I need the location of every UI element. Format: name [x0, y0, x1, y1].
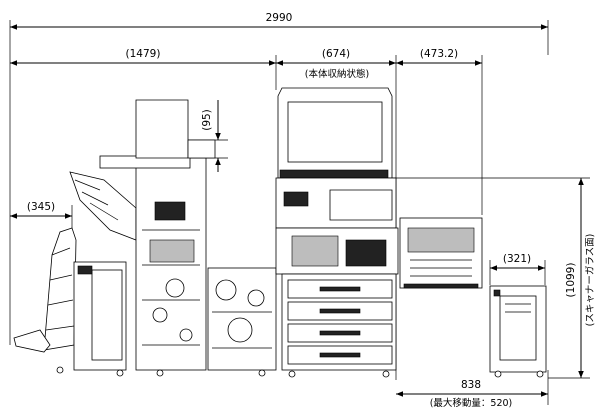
caster-3 — [156, 369, 164, 377]
engine-door — [291, 235, 339, 267]
interface-roller-3 — [227, 317, 253, 343]
finisher-roller-2 — [152, 307, 168, 323]
feeder-base — [279, 169, 389, 179]
label-height-note: (スキャナーガラス面) — [585, 234, 596, 327]
label-side-unit-width: (321) — [503, 253, 531, 265]
bypass-lines — [410, 259, 472, 277]
control-panel — [283, 191, 309, 207]
dimension-labels: 2990 (1479) (674) (本体収納状態) (473.2) (345)… — [27, 12, 596, 409]
finisher-mechanism — [149, 239, 195, 263]
label-top-offset: (95) — [201, 109, 213, 131]
tray-handle-2 — [319, 308, 361, 314]
caster-2 — [116, 369, 124, 377]
booklet-top-block — [77, 265, 93, 275]
label-bottom-note: (最大移動量：520) — [430, 397, 513, 409]
booklet-door — [91, 269, 123, 361]
finisher-internal-lines — [142, 229, 200, 346]
label-height: (1099) — [565, 263, 577, 298]
caster-5 — [288, 370, 296, 378]
finisher-unit — [13, 99, 277, 377]
tray-foot — [13, 329, 51, 353]
stacker-lines — [74, 179, 119, 221]
left-output-tray — [43, 227, 77, 351]
finisher-top-step — [187, 139, 216, 159]
finisher-roller-1 — [165, 278, 185, 298]
side-cabinet-indicator — [493, 289, 501, 297]
label-bottom-width: 838 — [461, 379, 481, 391]
interface-roller-1 — [215, 279, 237, 301]
finisher-top-box — [135, 99, 189, 159]
interface-lines — [212, 311, 272, 349]
label-body-width: (674) — [322, 48, 350, 60]
feeder-tray — [287, 101, 383, 163]
caster-6 — [382, 370, 390, 378]
tray-handle-1 — [319, 286, 361, 292]
output-tray — [329, 189, 393, 221]
caster-8 — [536, 370, 544, 378]
interface-roller-2 — [247, 289, 265, 307]
finisher-roller-3 — [179, 328, 193, 342]
left-tray-ribs — [45, 247, 75, 331]
caster-7 — [494, 370, 502, 378]
label-left-tray-width: (345) — [27, 201, 55, 213]
tray-handle-4 — [319, 352, 361, 358]
side-cabinet — [489, 285, 547, 378]
bypass-panel — [407, 227, 475, 253]
label-finisher-width: (1479) — [126, 48, 161, 60]
label-body-note: (本体収納状態) — [305, 68, 369, 80]
finisher-grille — [154, 201, 186, 221]
side-cabinet-door — [499, 295, 537, 361]
main-body — [275, 87, 399, 378]
finisher-tower — [135, 157, 207, 371]
tray-handle-3 — [319, 330, 361, 336]
caster-1 — [56, 366, 64, 374]
caster-4 — [258, 369, 266, 377]
right-unit — [399, 217, 483, 289]
label-right-unit-width: (473.2) — [420, 48, 458, 60]
engine-grille — [345, 239, 387, 267]
side-cabinet-lines — [505, 303, 531, 313]
label-total-width: 2990 — [266, 12, 293, 24]
bypass-base — [403, 283, 479, 289]
